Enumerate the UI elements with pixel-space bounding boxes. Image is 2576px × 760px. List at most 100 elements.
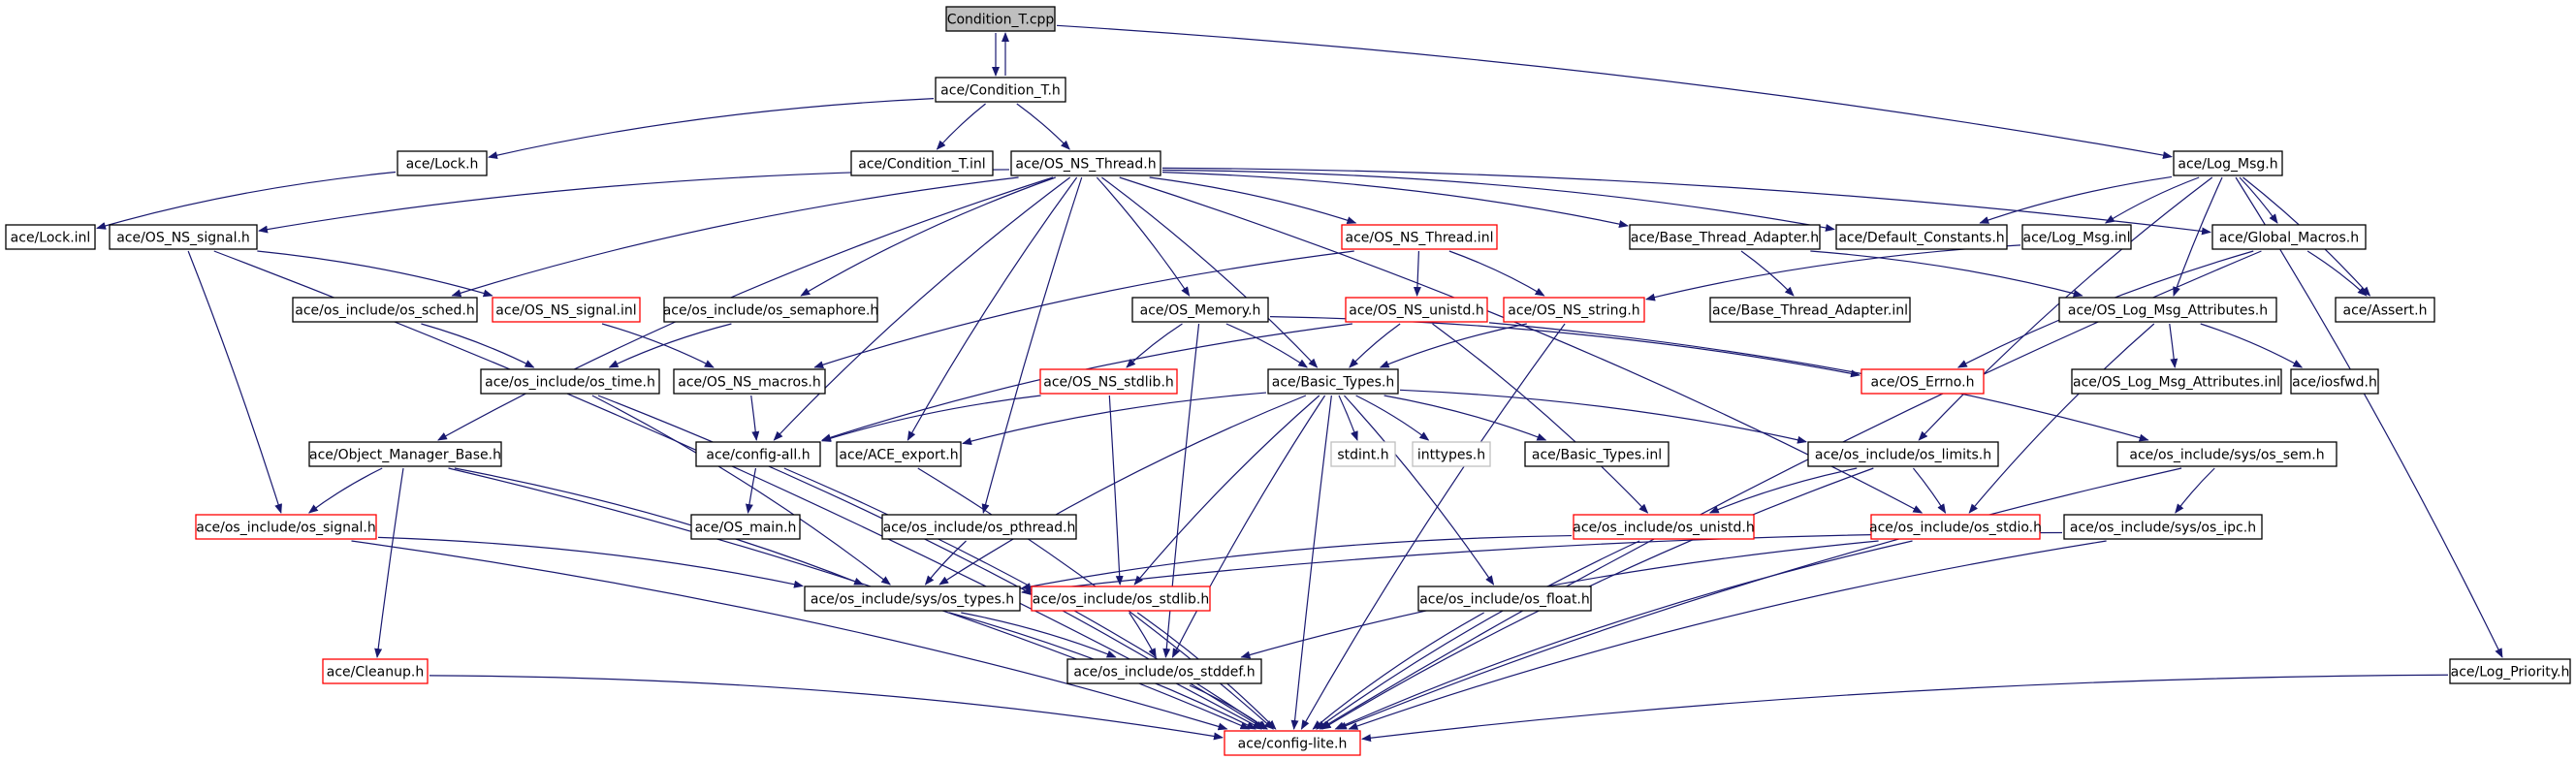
node-box — [2063, 514, 2263, 540]
edge-base_thread_adapter_h-to-os_log_msg_attributes_h — [1810, 250, 2083, 298]
edge-os_ns_signal_h-to-os_signal_h — [187, 250, 282, 514]
node-os-stdlib-h[interactable]: ace/os_include/os_stdlib.h — [1031, 586, 1211, 612]
node-os-sched-h[interactable]: ace/os_include/os_sched.h — [292, 297, 478, 323]
node-log-msg-inl[interactable]: ace/Log_Msg.inl — [2021, 224, 2132, 250]
node-os-types-h[interactable]: ace/os_include/sys/os_types.h — [804, 586, 1021, 612]
edge-basic_types_h-to-inttypes_h — [1355, 395, 1430, 441]
node-os-main-h[interactable]: ace/OS_main.h — [690, 514, 801, 540]
node-box — [1224, 730, 1361, 756]
edge-lock_h-to-lock_inl — [96, 171, 397, 230]
node-os-ns-signal-inl[interactable]: ace/OS_NS_signal.inl — [492, 297, 641, 323]
edge-basic_types_h-to-config_lite_h — [1290, 395, 1332, 730]
node-global-macros-h[interactable]: ace/Global_Macros.h — [2211, 224, 2367, 250]
node-label: ace/OS_Log_Msg_Attributes.h — [2068, 303, 2268, 319]
edge-global_macros_h-to-assert_h — [2306, 250, 2368, 297]
node-ace-export-h[interactable]: ace/ACE_export.h — [836, 441, 962, 467]
node-iosfwd-h[interactable]: ace/iosfwd.h — [2290, 368, 2379, 395]
node-os-stddef-h[interactable]: ace/os_include/os_stddef.h — [1066, 658, 1262, 684]
edge-os_ns_stdlib_h-to-config_all_h — [821, 395, 1041, 442]
node-log-msg-h[interactable]: ace/Log_Msg.h — [2173, 150, 2283, 176]
edge-os_stdlib_h-to-os_stddef_h — [1129, 612, 1157, 658]
node-box — [2211, 224, 2367, 250]
node-os-ns-thread-h[interactable]: ace/OS_NS_Thread.h — [1010, 150, 1161, 176]
node-os-ns-signal-h[interactable]: ace/OS_NS_signal.h — [109, 224, 258, 250]
edge-os_ns_unistd_h-to-os_sem_h — [1488, 322, 2149, 442]
node-os-log-msg-attributes-inl[interactable]: ace/OS_Log_Msg_Attributes.inl — [2071, 368, 2282, 395]
node-condition-t-h[interactable]: ace/Condition_T.h — [935, 77, 1066, 103]
node-os-ns-macros-h[interactable]: ace/OS_NS_macros.h — [673, 368, 826, 395]
node-box — [2116, 441, 2337, 467]
node-condition-t-inl[interactable]: ace/Condition_T.inl — [850, 150, 994, 176]
node-label: ace/Base_Thread_Adapter.h — [1631, 231, 1819, 246]
node-os-ns-string-h[interactable]: ace/OS_NS_string.h — [1503, 297, 1645, 323]
edge-os_limits_h-to-os_stdio_h — [1912, 467, 1947, 514]
node-os-semaphore-h[interactable]: ace/os_include/os_semaphore.h — [663, 297, 879, 323]
node-box — [397, 150, 488, 176]
node-config-lite-h[interactable]: ace/config-lite.h — [1224, 730, 1361, 756]
node-condition-t-cpp[interactable]: Condition_T.cpp — [945, 6, 1056, 32]
node-base-thread-adapter-h[interactable]: ace/Base_Thread_Adapter.h — [1629, 224, 1821, 250]
node-os-sem-h[interactable]: ace/os_include/sys/os_sem.h — [2116, 441, 2337, 467]
node-box — [1345, 297, 1488, 323]
node-os-ns-thread-inl[interactable]: ace/OS_NS_Thread.inl — [1341, 224, 1498, 250]
node-box — [1066, 658, 1262, 684]
node-os-ns-stdlib-h[interactable]: ace/OS_NS_stdlib.h — [1039, 368, 1178, 395]
node-os-unistd-h[interactable]: ace/os_include/os_unistd.h — [1573, 514, 1755, 540]
node-basic-types-h[interactable]: ace/Basic_Types.h — [1267, 368, 1399, 395]
node-label: ace/OS_Log_Msg_Attributes.inl — [2073, 375, 2280, 391]
node-assert-h[interactable]: ace/Assert.h — [2335, 297, 2435, 323]
node-os-time-h[interactable]: ace/os_include/os_time.h — [480, 368, 660, 395]
edge-os_sched_h-to-os_time_h — [421, 323, 535, 368]
edge-basic_types_h-to-stdint_h — [1338, 395, 1358, 441]
node-label: ace/os_include/os_sched.h — [295, 303, 474, 319]
node-lock-inl[interactable]: ace/Lock.inl — [5, 224, 96, 250]
node-box — [1629, 224, 1821, 250]
node-os-errno-h[interactable]: ace/OS_Errno.h — [1860, 368, 1985, 395]
node-box — [1267, 368, 1399, 395]
edge-basic_types_h-to-os_stddef_h — [1171, 395, 1326, 658]
node-os-float-h[interactable]: ace/os_include/os_float.h — [1417, 586, 1592, 612]
edge-os_sem_h-to-config_lite_h — [1336, 467, 2182, 730]
edge-os_float_h-to-config_lite_h — [1312, 612, 1484, 730]
node-default-constants-h[interactable]: ace/Default_Constants.h — [1835, 224, 2008, 250]
node-box — [2449, 658, 2571, 684]
edge-os_ns_thread_inl-to-os_ns_unistd_h — [1413, 250, 1421, 297]
node-label: ace/config-all.h — [706, 448, 810, 463]
edge-config_all_h-to-os_main_h — [745, 467, 757, 514]
node-basic-types-inl[interactable]: ace/Basic_Types.inl — [1524, 441, 1670, 467]
node-os-signal-h[interactable]: ace/os_include/os_signal.h — [195, 514, 377, 540]
node-config-all-h[interactable]: ace/config-all.h — [695, 441, 821, 467]
edge-global_macros_h-to-config_lite_h — [1319, 250, 2262, 730]
edge-os_stdio_h-to-config_lite_h — [1334, 540, 1913, 730]
node-os-memory-h[interactable]: ace/OS_Memory.h — [1131, 297, 1269, 323]
edge-os_signal_h-to-os_types_h — [377, 536, 804, 588]
node-os-pthread-h[interactable]: ace/os_include/os_pthread.h — [881, 514, 1077, 540]
node-object-manager-base-h[interactable]: ace/Object_Manager_Base.h — [308, 441, 502, 467]
edge-os_log_msg_attributes_h-to-os_log_msg_attributes_inl — [2169, 323, 2178, 368]
node-box — [1412, 441, 1491, 467]
node-label: ace/Log_Msg.inl — [2023, 231, 2131, 246]
node-os-stdio-h[interactable]: ace/os_include/os_stdio.h — [1869, 514, 2042, 540]
node-box — [2021, 224, 2132, 250]
edge-os_ns_thread_h-to-os_pthread_h — [981, 176, 1083, 514]
node-label: ace/Log_Msg.h — [2178, 157, 2277, 173]
node-os-log-msg-attributes-h[interactable]: ace/OS_Log_Msg_Attributes.h — [2058, 297, 2277, 323]
node-os-limits-h[interactable]: ace/os_include/os_limits.h — [1807, 441, 1999, 467]
node-os-ns-unistd-h[interactable]: ace/OS_NS_unistd.h — [1345, 297, 1488, 323]
node-label: ace/OS_NS_unistd.h — [1349, 303, 1484, 319]
node-os-ipc-h[interactable]: ace/os_include/sys/os_ipc.h — [2063, 514, 2263, 540]
node-box — [492, 297, 641, 323]
node-label: ace/Basic_Types.inl — [1532, 448, 1662, 463]
node-box — [480, 368, 660, 395]
edge-os_time_h-to-os_types_h — [591, 395, 891, 586]
node-box — [1039, 368, 1178, 395]
edge-os_ns_thread_h-to-config_all_h — [773, 176, 1071, 441]
node-cleanup-h[interactable]: ace/Cleanup.h — [322, 658, 429, 684]
node-base-thread-adapter-inl[interactable]: ace/Base_Thread_Adapter.inl — [1709, 297, 1911, 323]
node-log-priority-h[interactable]: ace/Log_Priority.h — [2449, 658, 2571, 684]
edge-os_unistd_h-to-os_types_h — [1021, 534, 1573, 590]
node-lock-h[interactable]: ace/Lock.h — [397, 150, 488, 176]
node-box — [1031, 586, 1211, 612]
node-box — [292, 297, 478, 323]
